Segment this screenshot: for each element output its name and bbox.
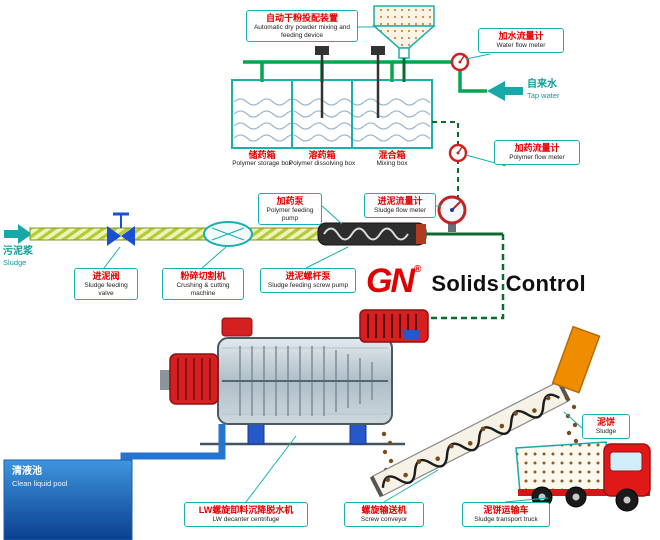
label-decanter-centrifuge: LW螺旋卸料沉降脱水机 LW decanter centrifuge bbox=[184, 502, 308, 527]
label-screw-conveyor: 螺旋输送机 Screw conveyor bbox=[344, 502, 424, 527]
label-dry-powder-device: 自动干粉投配装置 Automatic dry powder mixing and… bbox=[246, 10, 358, 43]
polymer-flow-meter-gauge-icon bbox=[448, 143, 468, 163]
label-sludge-valve: 进泥阀 Sludge feeding valve bbox=[74, 268, 138, 301]
sludge-valve-icon bbox=[107, 212, 135, 246]
label-tank-mixing: 混合箱 Mixing box bbox=[376, 150, 408, 168]
label-crusher: 粉碎切割机 Crushing & cutting machine bbox=[162, 268, 244, 301]
clean-liquid-pool bbox=[3, 459, 133, 540]
sludge-flow-meter-gauge-icon bbox=[437, 195, 467, 232]
registered-mark: ® bbox=[414, 264, 422, 275]
label-sludge-flow-meter: 进泥流量计 Sludge flow meter bbox=[364, 193, 436, 218]
water-flow-meter-gauge-icon bbox=[450, 52, 470, 72]
brand-logo: GN ® Solids Control bbox=[366, 264, 586, 298]
sludge-feed-pipe bbox=[29, 227, 321, 241]
tap-water-arrow-icon bbox=[487, 81, 523, 101]
feed-screw-pump bbox=[317, 222, 427, 246]
label-clean-pool: 清液池 Clean liquid pool bbox=[12, 466, 68, 488]
gn-logo-text: GN bbox=[366, 262, 415, 300]
label-leader-lines bbox=[103, 26, 583, 503]
label-dry-powder-zh: 自动干粉投配装置 bbox=[265, 13, 338, 23]
cake-to-truck-dots bbox=[564, 395, 579, 444]
discharge-chute bbox=[551, 325, 601, 394]
tank-mixer-icons bbox=[315, 46, 385, 118]
clean-liquid-pipe bbox=[120, 424, 226, 468]
polymer-tanks bbox=[231, 79, 433, 149]
label-tank-storage: 储药箱 Polymer storage box bbox=[232, 150, 292, 168]
crusher-icon bbox=[203, 221, 253, 247]
label-sludge-inlet: 污泥浆 Sludge bbox=[3, 246, 33, 267]
label-feed-screw-pump: 进泥螺杆泵 Sludge feeding screw pump bbox=[260, 268, 356, 293]
transport-truck bbox=[515, 441, 651, 512]
label-tank-dissolving: 溶药箱 Polymer dissolving box bbox=[288, 150, 356, 168]
label-polymer-feeding-pump: 加药泵 Polymer feeding pump bbox=[258, 193, 322, 226]
label-sludge-cake: 泥饼 Sludge bbox=[582, 414, 630, 439]
label-transport-truck: 泥饼运输车 Sludge transport truck bbox=[462, 502, 550, 527]
dry-powder-hopper bbox=[372, 5, 436, 82]
brand-name: Solids Control bbox=[431, 271, 586, 296]
label-polymer-flow-meter: 加药流量计 Polymer flow meter bbox=[494, 140, 580, 165]
sludge-inlet-arrow-icon bbox=[4, 224, 32, 244]
label-water-flow-meter: 加水流量计 Water flow meter bbox=[478, 28, 564, 53]
decanter-centrifuge bbox=[160, 309, 429, 446]
polymer-dosing-line bbox=[432, 121, 459, 204]
label-dry-powder-en: Automatic dry powder mixing and feeding … bbox=[253, 23, 351, 39]
label-tap-water: 自来水 Tap water bbox=[527, 79, 560, 100]
